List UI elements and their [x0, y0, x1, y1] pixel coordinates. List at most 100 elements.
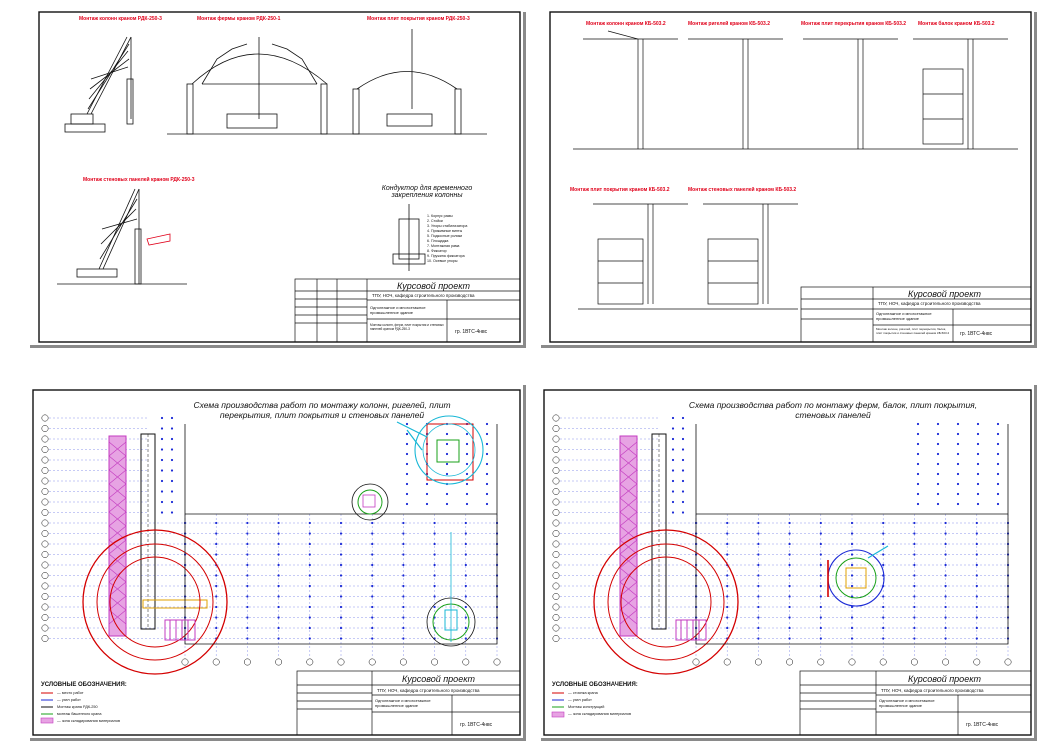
column-dot — [405, 502, 409, 506]
column-dot — [882, 616, 885, 619]
column-dot — [819, 595, 822, 598]
column-dot — [956, 492, 960, 496]
axis-bubble — [879, 658, 887, 666]
axis-bubble — [552, 519, 560, 527]
column-dot — [976, 502, 980, 506]
axis-bubble — [41, 624, 49, 632]
column-dot — [402, 532, 405, 535]
column-dot — [757, 563, 760, 567]
column-dot — [757, 532, 760, 535]
column-dot — [160, 490, 164, 493]
column-dot — [850, 563, 854, 567]
axis-bubble — [552, 572, 560, 579]
axis-bubble — [337, 658, 345, 666]
drawing-sheet-2[interactable]: Монтаж колонн краном КБ-503.2 Монтаж риг… — [538, 9, 1034, 345]
stamp-line1: ТПУ, НОЧ, кафедра строительного производ… — [878, 301, 981, 306]
column-dot — [956, 472, 960, 476]
axis-bubble — [552, 624, 560, 632]
axis-bubble — [41, 530, 49, 537]
stamp-group: гр. 1ВТС-4нвс — [960, 331, 993, 337]
column-dot — [944, 563, 947, 567]
column-dot — [405, 422, 409, 426]
column-dot — [956, 452, 960, 456]
wall-crane-drawing — [57, 188, 187, 285]
column-dot — [339, 563, 343, 567]
drawing-sheet-3[interactable]: Схема производства работ по монтажу коло… — [27, 382, 523, 738]
axis-bubble — [552, 498, 560, 506]
column-dot — [916, 442, 920, 446]
column-dot — [277, 563, 280, 567]
axis-bubble — [786, 658, 794, 666]
column-dot — [726, 532, 729, 535]
title-d: Монтаж балок краном КБ-503.2 — [918, 21, 995, 27]
column-dot — [671, 490, 675, 493]
column-dot — [671, 437, 675, 441]
column-dot — [402, 563, 405, 567]
axis-bubble — [41, 561, 49, 569]
column-dot — [371, 532, 374, 535]
column-dot — [996, 492, 1000, 496]
column-dot — [339, 595, 343, 598]
column-dot — [485, 482, 489, 486]
column-dot — [681, 490, 685, 493]
column-dot — [671, 458, 675, 462]
axis-bubble — [181, 658, 189, 666]
column-dot — [465, 472, 469, 476]
axis-bubble — [399, 658, 407, 666]
column-dot — [160, 469, 164, 472]
drawing-sheet-4[interactable]: Схема производства работ по монтажу ферм… — [538, 382, 1034, 738]
column-dot — [485, 432, 489, 436]
column-dot — [916, 432, 920, 436]
column-dot — [996, 432, 1000, 436]
column-dot — [681, 469, 685, 472]
column-dot — [425, 502, 429, 506]
column-dot — [681, 458, 685, 462]
axis-bubble — [41, 551, 49, 558]
drawing-sheet-1[interactable]: Монтаж колонн краном РДК-250-3 Монтаж фе… — [27, 9, 523, 345]
column-dot — [976, 462, 980, 466]
column-dot — [277, 532, 280, 535]
axis-bubble — [41, 593, 49, 600]
column-dot — [936, 422, 940, 426]
column-dot — [996, 452, 1000, 456]
column-dot — [975, 532, 978, 535]
title-trusses: Монтаж фермы краном РДК-250-1 — [197, 16, 281, 22]
column-dot — [402, 616, 405, 619]
column-dot — [170, 458, 174, 462]
column-dot — [850, 532, 854, 535]
axis-bubble — [817, 658, 825, 666]
column-dot — [308, 532, 311, 535]
title-c: Монтаж плит перекрытия краном КБ-503.2 — [801, 21, 907, 27]
column-dot — [215, 616, 218, 619]
stamp-group: гр. 1ВТС-4нвс — [966, 722, 999, 728]
column-dot — [371, 595, 374, 598]
column-dot — [170, 490, 174, 493]
column-dot — [936, 502, 940, 506]
site-plan-3 — [32, 389, 521, 736]
column-dot — [819, 616, 822, 619]
column-dot — [445, 462, 449, 466]
column-dot — [671, 448, 675, 451]
axis-bubble — [431, 658, 439, 666]
column-dot — [445, 492, 449, 496]
column-dot — [936, 472, 940, 476]
column-dot — [976, 492, 980, 496]
title-slabs: Монтаж плит покрытия краном РДК-250-3 — [367, 16, 470, 22]
axis-bubble — [41, 446, 49, 453]
column-dot — [425, 482, 429, 486]
column-dot — [976, 422, 980, 426]
axis-bubble — [552, 425, 560, 432]
column-dot — [160, 511, 164, 514]
axis-bubble — [462, 658, 470, 666]
title-block-lines — [294, 278, 521, 343]
column-dot — [170, 416, 174, 420]
slab-drawing — [347, 29, 487, 135]
column-dot — [465, 462, 469, 466]
column-dot — [819, 532, 822, 535]
column-dot — [913, 616, 916, 619]
axis-bubble — [275, 658, 283, 666]
axis-bubble — [552, 603, 560, 611]
axis-bubble — [41, 540, 49, 548]
stamp-line1: ТПУ, НОЧ, кафедра строительного производ… — [881, 688, 984, 693]
column-dot — [170, 437, 174, 441]
